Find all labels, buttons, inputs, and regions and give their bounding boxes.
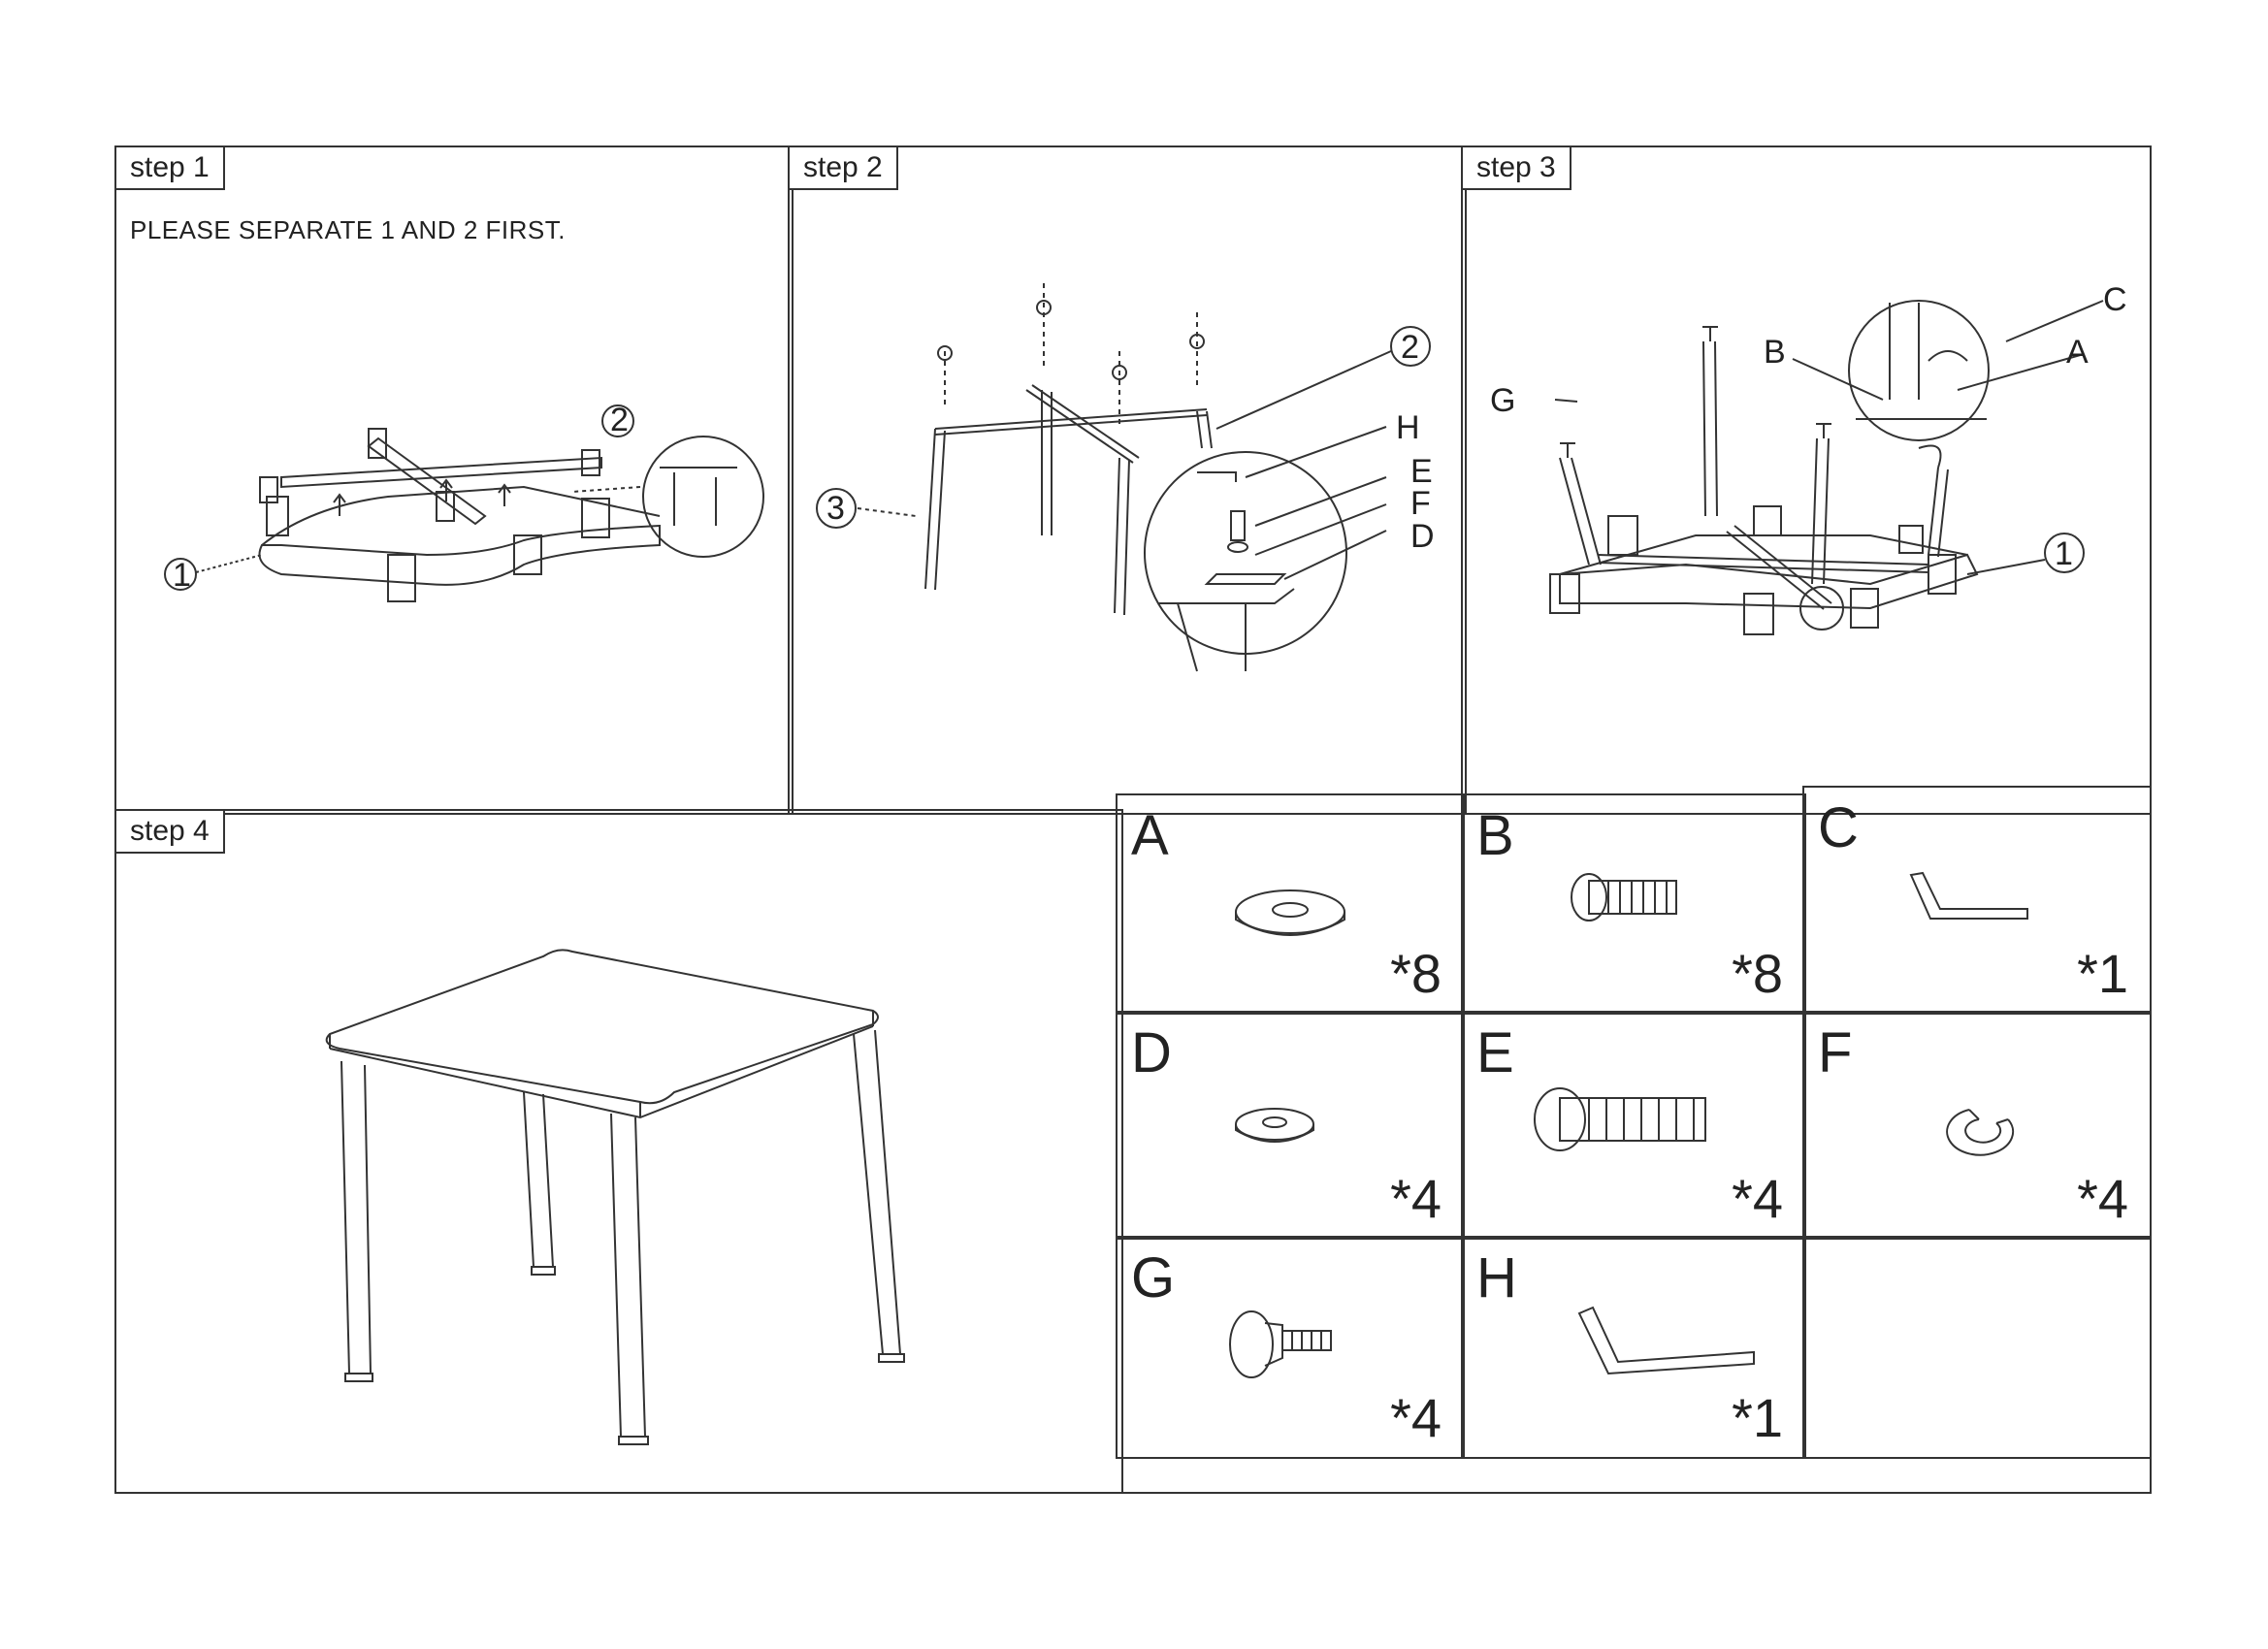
part-f-qty: *4 — [2077, 1168, 2128, 1229]
step-4-panel: step 4 — [114, 809, 1123, 1494]
leveling-foot-icon — [1229, 1310, 1332, 1378]
part-e-qty: *4 — [1732, 1168, 1783, 1229]
part-c-qty: *1 — [2077, 943, 2128, 1004]
small-hex-key-icon — [1909, 871, 2028, 920]
part-g-cell: G *4 — [1116, 1236, 1465, 1459]
step-2-callout-e: E — [1410, 453, 1433, 490]
step-3-callout-g: G — [1490, 382, 1515, 419]
empty-cell — [1802, 1236, 2152, 1459]
part-d-cell: D *4 — [1116, 1011, 1465, 1240]
step-1-note: PLEASE SEPARATE 1 AND 2 FIRST. — [130, 215, 566, 244]
part-c-cell: C *1 — [1802, 786, 2152, 1015]
part-d-qty: *4 — [1390, 1168, 1442, 1229]
part-b-qty: *8 — [1732, 943, 1783, 1004]
washer-icon — [1235, 1108, 1314, 1143]
spring-washer-icon — [1946, 1109, 2015, 1156]
step-2-label: step 2 — [790, 147, 898, 190]
short-bolt-icon — [1571, 873, 1677, 922]
step-3-label: step 3 — [1463, 147, 1571, 190]
step-2-callout-h: H — [1396, 409, 1420, 446]
step-2-panel: step 2 — [788, 146, 1467, 815]
part-a-letter: A — [1131, 804, 1169, 867]
part-h-qty: *1 — [1732, 1387, 1783, 1448]
part-c-letter: C — [1818, 796, 1859, 859]
step-3-callout-a: A — [2066, 334, 2089, 371]
step-3-callout-c: C — [2103, 281, 2127, 318]
step-1-callout-2: 2 — [610, 402, 629, 438]
step-2-callout-2: 2 — [1401, 329, 1419, 366]
step-3-illustration: G B C A 1 — [1490, 281, 2127, 635]
step-2-callout-3: 3 — [826, 490, 845, 527]
part-e-letter: E — [1476, 1021, 1514, 1084]
part-h-cell: H *1 — [1461, 1236, 1806, 1459]
long-bolt-icon — [1534, 1087, 1706, 1151]
part-b-letter: B — [1476, 804, 1514, 867]
part-f-letter: F — [1818, 1021, 1853, 1084]
part-a-qty: *8 — [1390, 943, 1442, 1004]
assembled-table-illustration — [325, 949, 905, 1445]
step-3-panel: step 3 — [1461, 146, 2152, 815]
step-4-label: step 4 — [116, 811, 225, 854]
step-1-panel: step 1 PLEASE SEPARATE 1 AND 2 FIRST. — [114, 146, 794, 815]
step-3-callout-b: B — [1764, 334, 1786, 371]
part-h-letter: H — [1476, 1246, 1517, 1310]
step-2-callout-d: D — [1410, 518, 1435, 555]
step-1-callout-1: 1 — [173, 557, 191, 594]
step-1-illustration: 1 2 — [164, 402, 764, 602]
step-1-label: step 1 — [116, 147, 225, 190]
flat-washer-icon — [1235, 889, 1345, 936]
part-f-cell: F *4 — [1802, 1011, 2152, 1240]
part-g-qty: *4 — [1390, 1387, 1442, 1448]
large-hex-key-icon — [1577, 1306, 1755, 1375]
step-3-callout-1: 1 — [2055, 535, 2073, 572]
step-2-callout-f: F — [1410, 485, 1431, 522]
part-a-cell: A *8 — [1116, 793, 1465, 1015]
part-b-cell: B *8 — [1461, 793, 1806, 1015]
part-e-cell: E *4 — [1461, 1011, 1806, 1240]
part-g-letter: G — [1131, 1246, 1176, 1310]
step-2-illustration: 2 3 H E F D — [816, 283, 1435, 672]
part-d-letter: D — [1131, 1021, 1172, 1084]
